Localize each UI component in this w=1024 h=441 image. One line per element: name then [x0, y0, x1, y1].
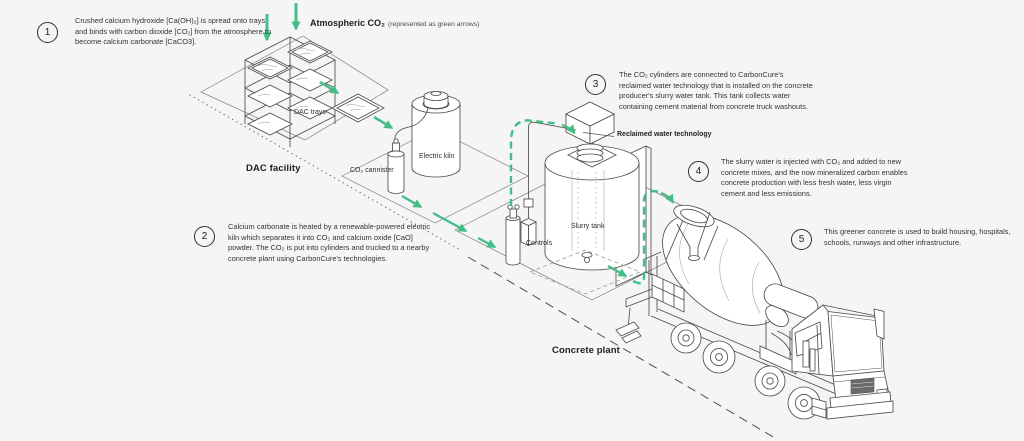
step-2-marker: 2 [194, 226, 215, 247]
kiln-floor [341, 128, 529, 224]
atmospheric-co2-title: Atmospheric CO₂ [310, 18, 386, 28]
dac-tray-rack [244, 36, 336, 147]
step-1-marker: 1 [37, 22, 58, 43]
co2-flow-arrows-dac [262, 3, 497, 249]
facility-boundaries [189, 94, 776, 439]
plant-co2-cylinder-and-controls [505, 121, 577, 266]
step-5-marker: 5 [791, 229, 812, 250]
co2-flow-to-reclaimed-water [509, 119, 576, 206]
slurry-tank-body [544, 163, 640, 271]
dac-boundary-line [189, 94, 463, 252]
charge-hopper [665, 204, 719, 261]
step-5-description: This greener concrete is used to build h… [824, 227, 1011, 247]
dac-facility-label: DAC facility [246, 163, 301, 174]
electric-kiln-label: Electric kiln [419, 153, 455, 160]
truck-cab [791, 304, 894, 420]
co2-cannister-graphic [387, 107, 429, 194]
step-4-description: The slurry water is injected with CO₂ an… [721, 157, 908, 199]
concrete-mixer-truck [615, 204, 894, 420]
slurry-tank-label: Slurry tank [571, 223, 605, 230]
atmospheric-co2-label: Atmospheric CO₂(represented as green arr… [310, 13, 479, 31]
slurry-tank-assembly [528, 101, 652, 295]
electric-kiln-graphic [411, 91, 461, 178]
co2-cannister-label: CO₂ cannister [350, 167, 394, 174]
concrete-plant-label: Concrete plant [552, 345, 620, 356]
co2-slurry-flow-to-truck [607, 189, 675, 285]
grille [850, 377, 875, 395]
controls-box [519, 218, 538, 247]
reclaimed-water-leader-line [582, 132, 615, 137]
truck-wheels [670, 322, 821, 420]
dac-trays-label: DAC trays [294, 109, 326, 116]
step-3-marker: 3 [585, 74, 606, 95]
controls-label: Controls [526, 240, 553, 247]
reclaimed-water-label: Reclaimed water technology [617, 131, 712, 138]
step-3-description: The CO₂ cylinders are connected to Carbo… [619, 70, 813, 112]
step-2-description: Calcium carbonate is heated by a renewab… [228, 222, 431, 264]
single-dac-tray [331, 93, 385, 123]
step-1-description: Crushed calcium hydroxide [Ca(OH)₂] is s… [75, 16, 271, 47]
atmospheric-co2-note: (represented as green arrows) [388, 21, 480, 28]
step-4-marker: 4 [688, 161, 709, 182]
tank-base-platform [528, 249, 642, 295]
right-mirror [873, 308, 885, 340]
